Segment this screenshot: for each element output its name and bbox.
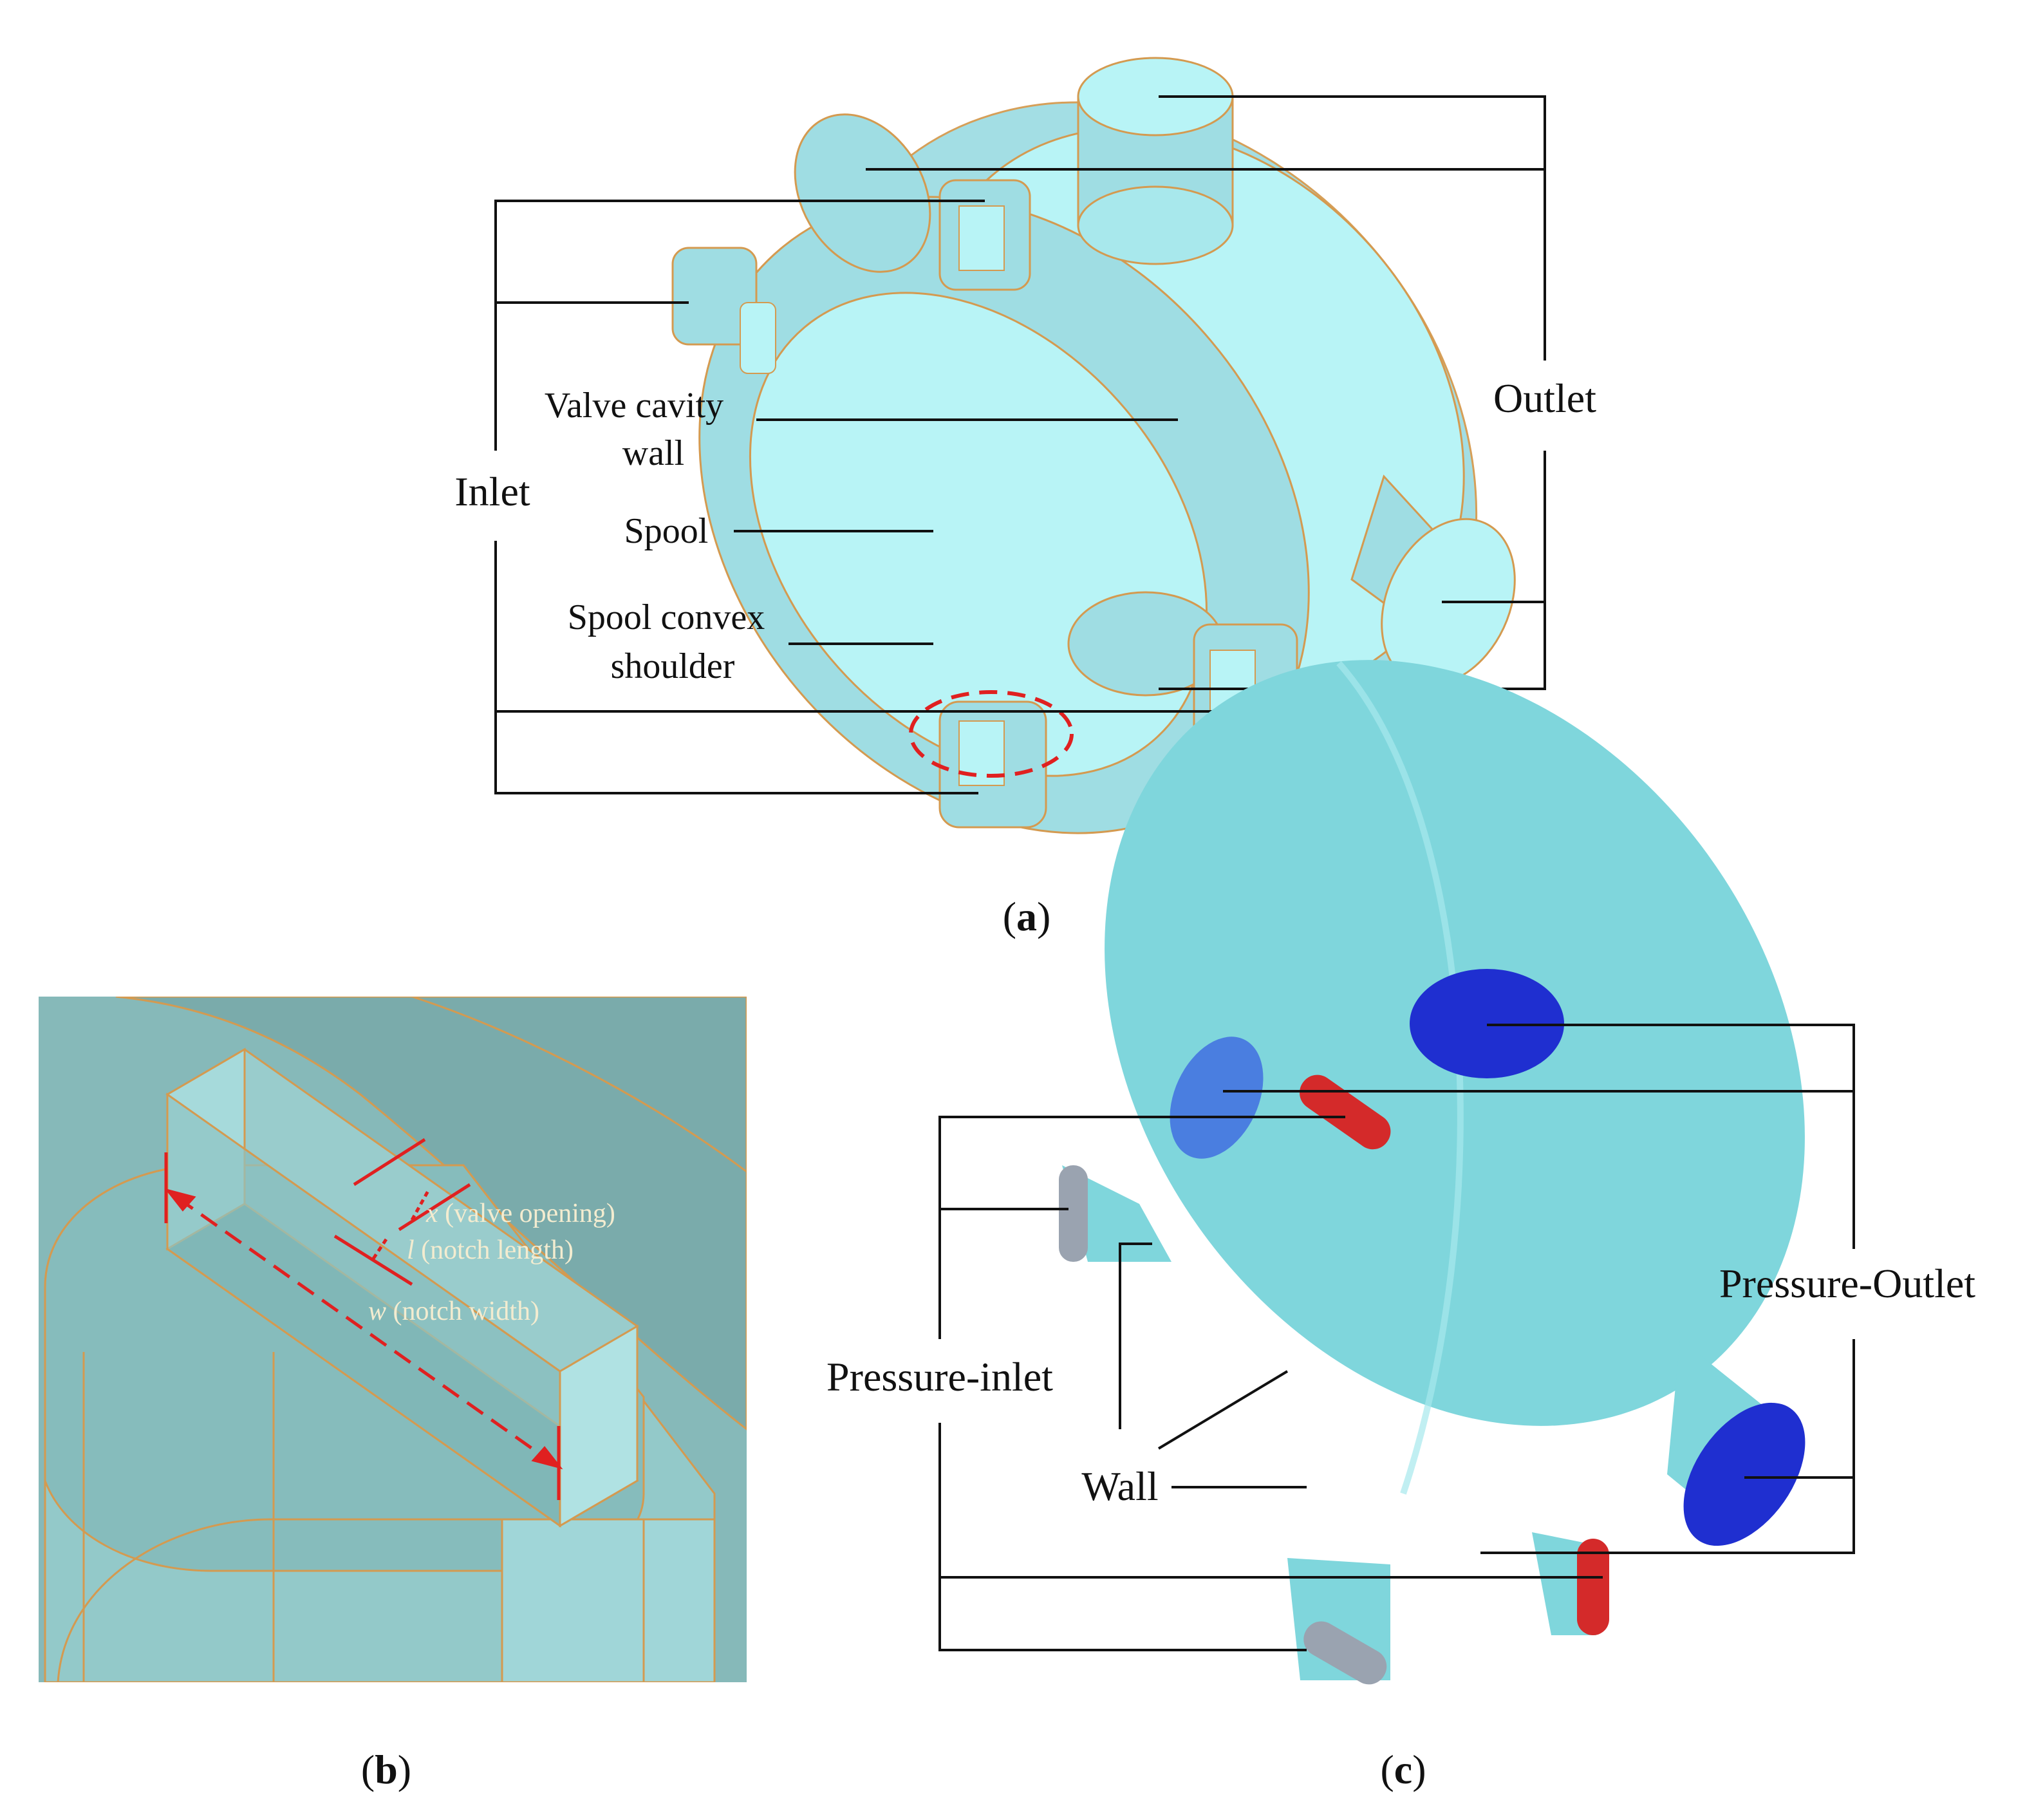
pressure-inlet-top: [1300, 1074, 1391, 1150]
spool-convex-shoulder-label-line2: shoulder: [611, 646, 735, 686]
inlet-label: Inlet: [454, 469, 530, 514]
inlet-notch-top: [938, 179, 1031, 291]
inlet-block-side: [501, 1518, 716, 1682]
wall-leader-lines: [1119, 1243, 1307, 1488]
x-valve-opening-label: x (valve opening): [425, 1199, 615, 1228]
inlet-notch-left: [671, 247, 776, 374]
pressure-outlet-label: Pressure-Outlet: [1719, 1261, 1975, 1306]
w-symbol: w: [368, 1297, 386, 1326]
x-symbol: x: [425, 1199, 438, 1228]
inlet-block-inner-curve: [57, 1518, 515, 1682]
upper-left-outlet-port: [794, 113, 931, 273]
pressure-outlet-upper-left: [1170, 1037, 1264, 1159]
spool-label: Spool: [624, 511, 709, 551]
pressure-inlet-left: [1059, 1165, 1088, 1262]
valve-cavity-wall-label-line2: wall: [622, 433, 684, 473]
pressure-inlet-right: [1577, 1539, 1609, 1635]
panel-a-caption: (a): [1003, 894, 1051, 939]
x-text: (valve opening): [445, 1199, 615, 1228]
panel-c: Pressure-inlet Pressure-Outlet Wall (c): [826, 660, 1975, 1792]
panel-c-caption: (c): [1380, 1747, 1426, 1792]
inlet-leader-lines: [494, 200, 1281, 794]
inlet-notch-bottom: [938, 700, 1047, 829]
l-symbol: l: [407, 1235, 415, 1265]
spool-edge-arc: [411, 997, 747, 1173]
pressure-inlet-leader-lines: [938, 1116, 1603, 1651]
panel-b: x (valve opening) l (notch length) w (no…: [39, 997, 747, 1792]
l-dimension: [333, 1234, 413, 1286]
panel-b-caption-letter: b: [375, 1747, 398, 1792]
pressure-inlet-label: Pressure-inlet: [826, 1354, 1053, 1400]
outlet-label: Outlet: [1493, 375, 1596, 421]
l-text: (notch length): [421, 1235, 574, 1265]
w-dimension: [164, 1152, 563, 1500]
panel-b-caption: (b): [361, 1747, 411, 1792]
notch-highlight-circle: [909, 690, 1074, 778]
w-text: (notch width): [393, 1297, 539, 1326]
x-dimension: [353, 1138, 471, 1232]
w-notch-width-label: w (notch width): [368, 1297, 539, 1326]
top-outlet-port: [1077, 57, 1234, 265]
valve-cavity-wall-label-line1: Valve cavity: [545, 386, 723, 426]
wall-label: Wall: [1081, 1463, 1158, 1509]
panel-a-caption-letter: a: [1016, 894, 1037, 939]
panel-a: Inlet Outlet Valve cavity wall Spool Spo…: [454, 57, 1596, 939]
l-notch-length-label: l (notch length): [407, 1235, 574, 1265]
mesh-left-inlet-stub: [1062, 1165, 1171, 1262]
pressure-inlet-bottom: [1303, 1621, 1387, 1685]
pressure-outlet-leader-lines: [1223, 1024, 1855, 1554]
panel-c-caption-letter: c: [1394, 1747, 1412, 1792]
spool-convex-shoulder-label-line1: Spool convex: [568, 597, 765, 637]
pressure-outlet-right: [1683, 1402, 1806, 1546]
